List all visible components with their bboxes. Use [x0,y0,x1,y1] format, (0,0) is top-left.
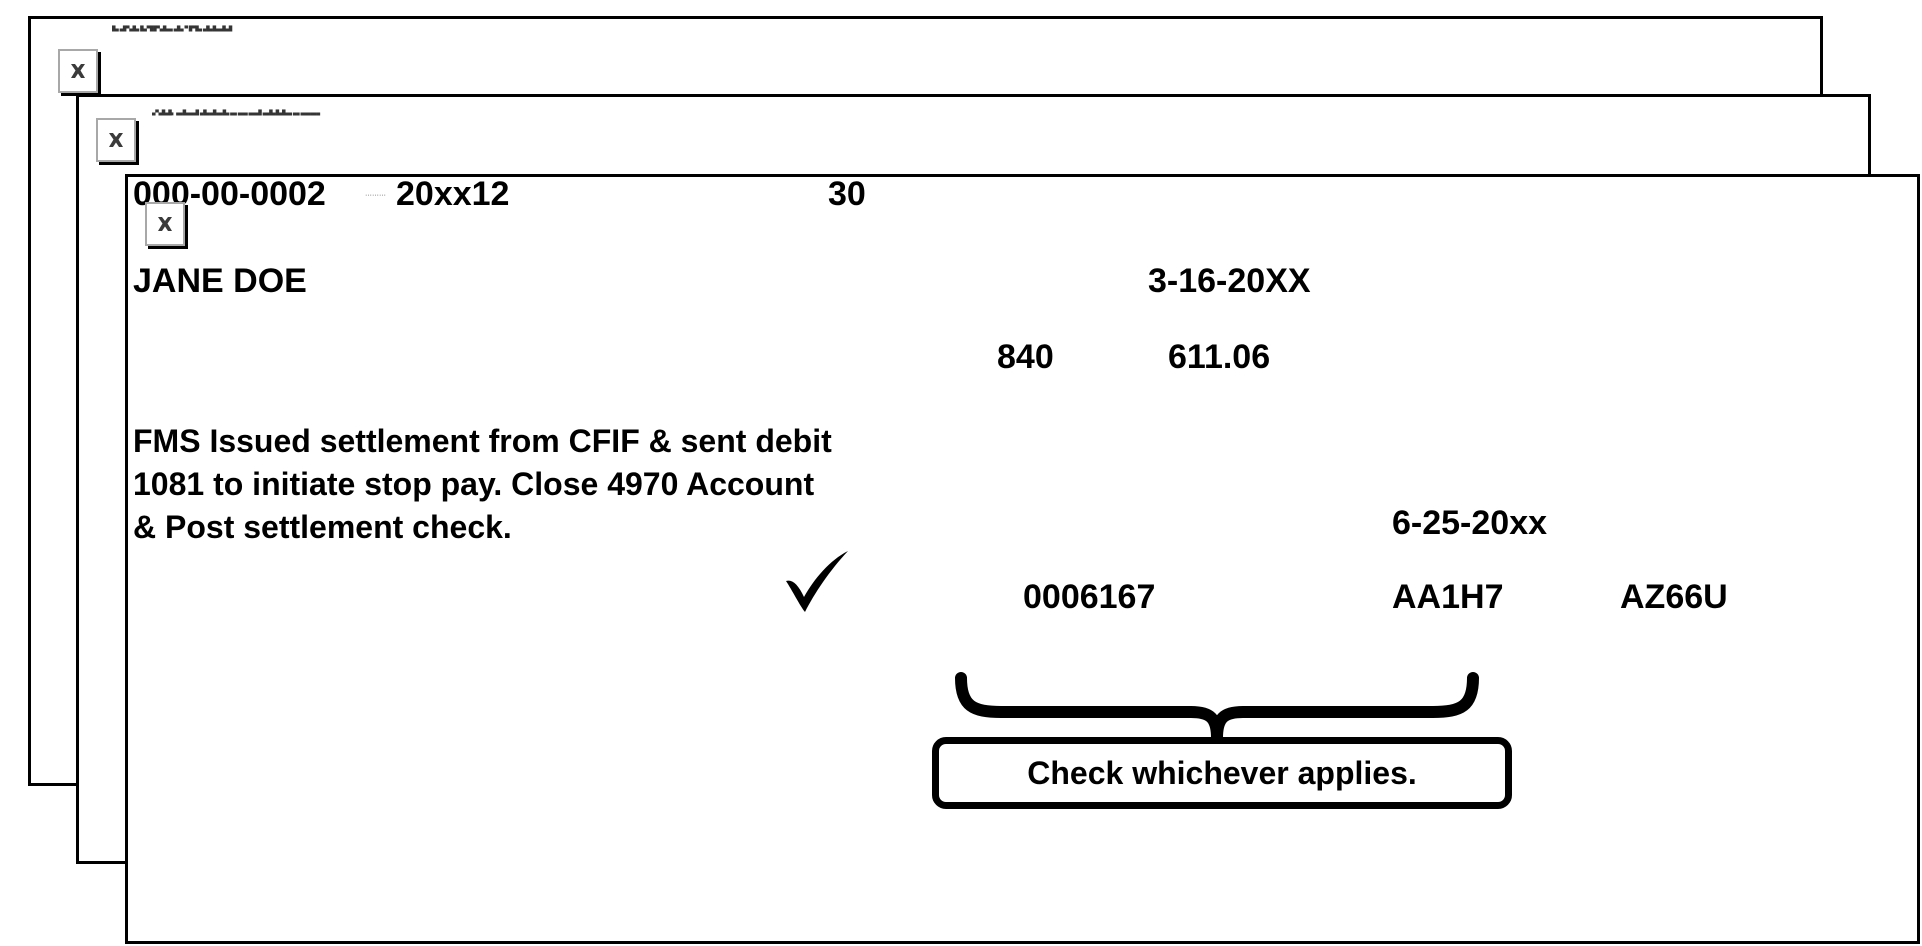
date-closed-value: 6-25-20xx [1392,504,1548,542]
broken-image-icon[interactable] [145,202,185,246]
note-line-2: 1081 to initiate stop pay. Close 4970 Ac… [133,466,815,502]
note-line-1: FMS Issued settlement from CFIF & sent d… [133,423,832,459]
document-frame-inner [125,174,1920,944]
broken-image-icon[interactable] [58,49,98,93]
code-az66u-value: AZ66U [1620,578,1728,616]
broken-image-icon[interactable] [96,118,136,162]
date-issued-value: 3-16-20XX [1148,262,1311,300]
callout-box: Check whichever applies. [932,737,1512,809]
check-number-value: 0006167 [1023,578,1156,616]
code-aa1h7-value: AA1H7 [1392,578,1504,616]
callout-text: Check whichever applies. [1027,754,1417,791]
note-line-3: & Post settlement check. [133,509,512,545]
dotted-connector-artifact: ········· [365,192,386,199]
period-value: 20xx12 [396,175,510,213]
code-30-value: 30 [828,175,866,213]
amount-value: 611.06 [1168,338,1271,376]
curly-brace [955,672,1479,744]
frame-middle-alt-text: ▄▀▄█▄█▖ ▄▄█▄▄▄█ ▄█▄▄█▄▄█▄ ▄▄ ▄▄▄ ▄▄▄█ ▄▄… [152,110,320,116]
payee-name-value: JANE DOE [133,262,307,300]
checkmark-icon [786,551,848,612]
amount-code-value: 840 [997,338,1054,376]
frame-outer-alt-text: █▄ ▄█▀▄█▄ █▄▀██▀▄█▄▄ ▄█▄ ▀ █▀█▄ ▄█▄█▄▄█▄… [112,26,233,32]
